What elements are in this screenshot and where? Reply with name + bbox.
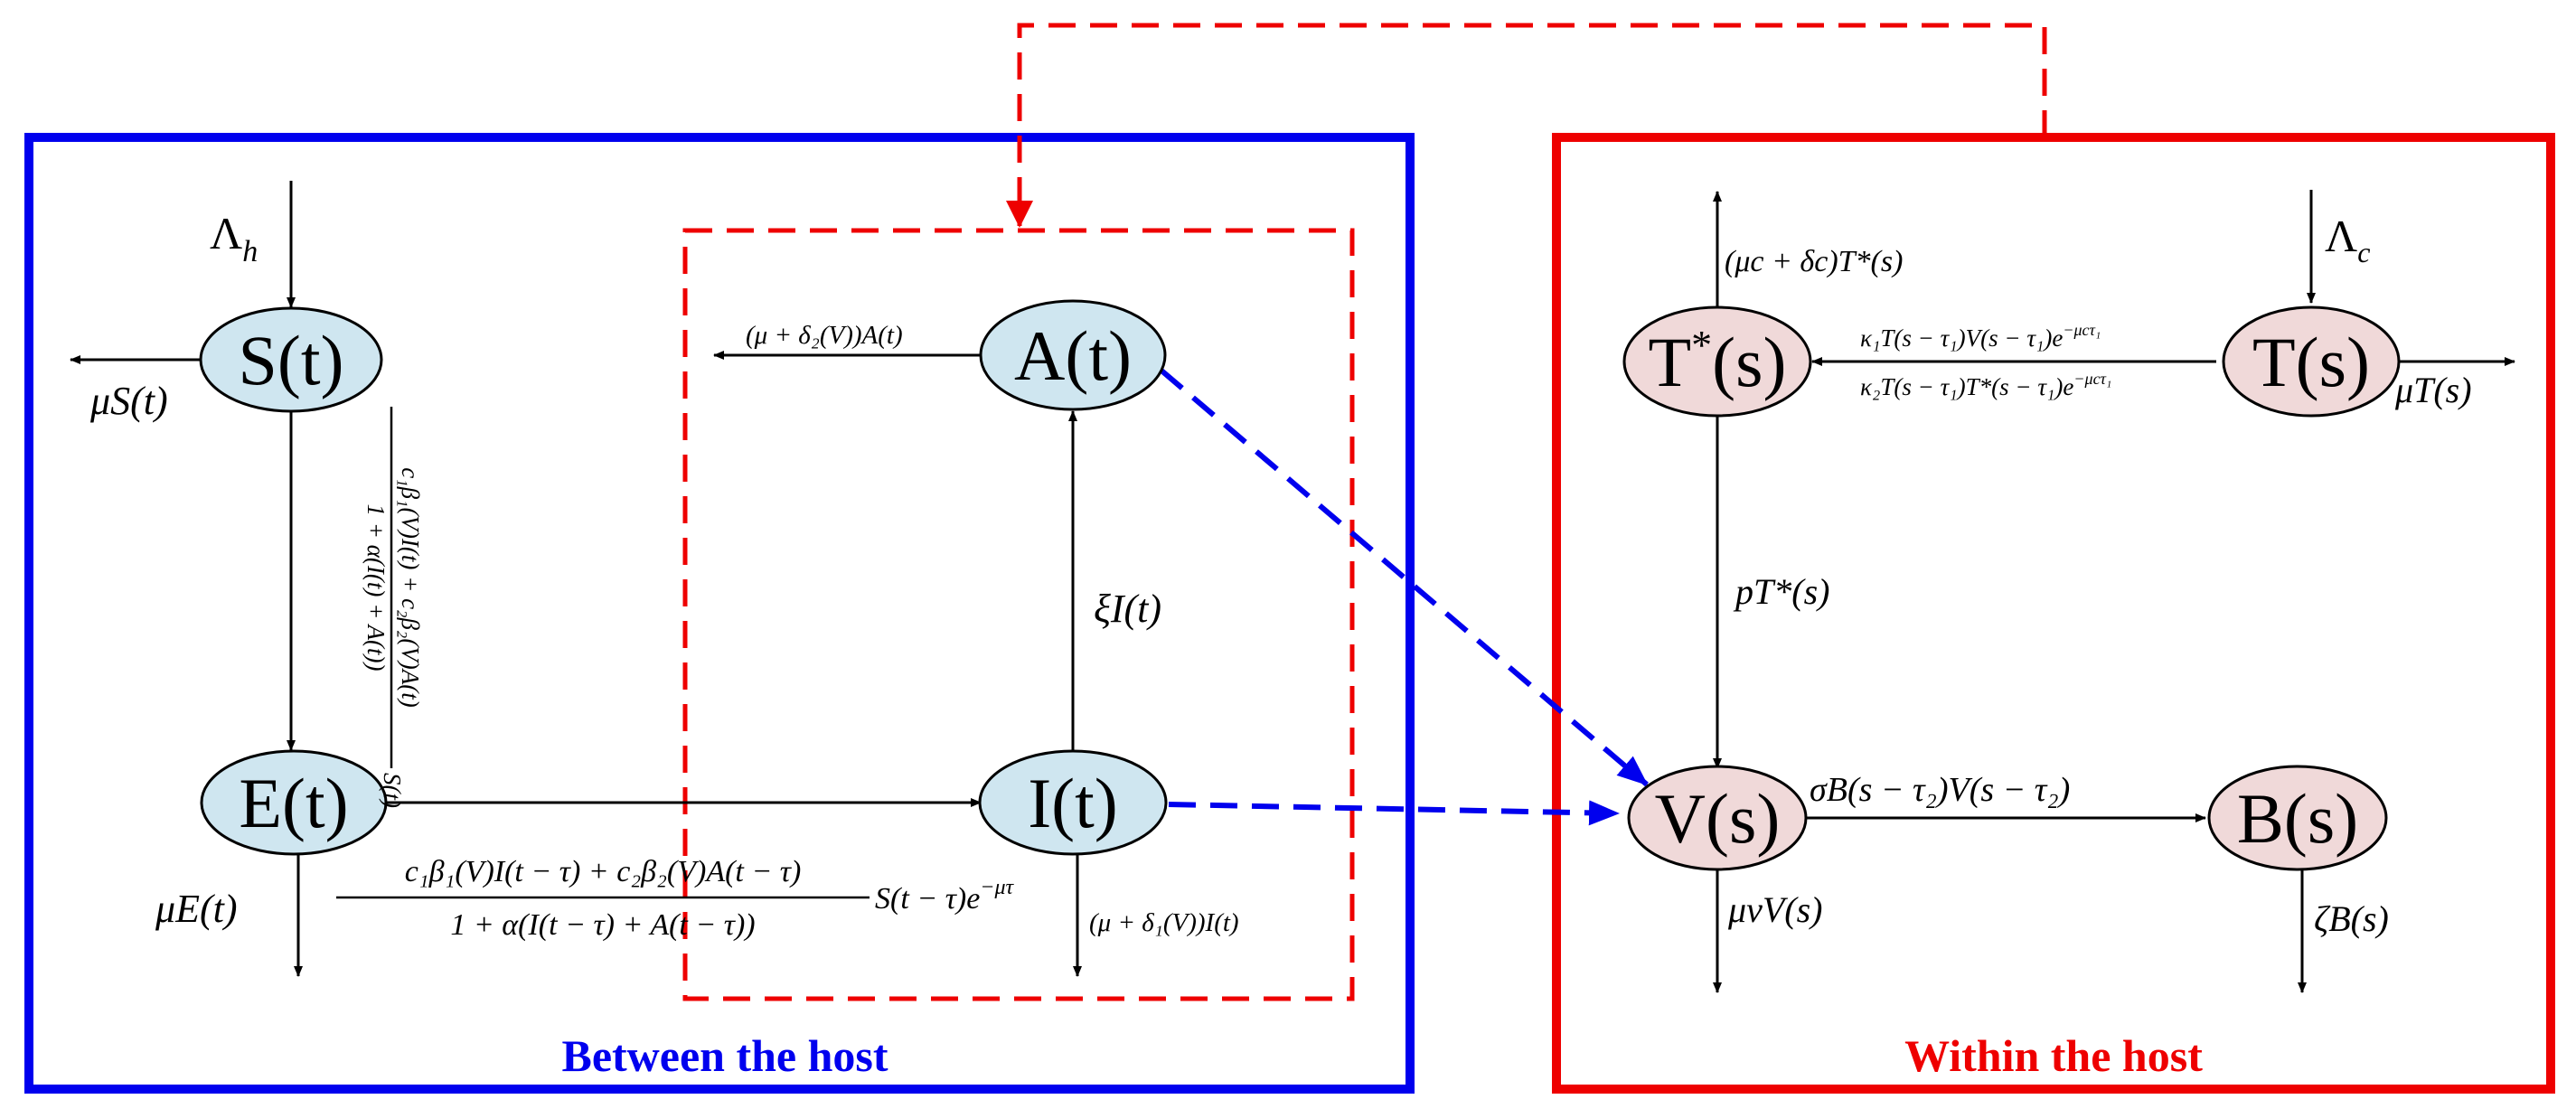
within-host-title: Within the host xyxy=(1904,1030,2203,1081)
node-T: T(s) xyxy=(2222,305,2401,418)
vertical-incidence-label: c₁β₁(V)I(t) + c₂β₂(V)A(t) 1 + α(I(t) + A… xyxy=(362,407,424,808)
svg-text:1 + α(I(t) + A(t)): 1 + α(I(t) + A(t)) xyxy=(362,503,390,671)
node-S: S(t) xyxy=(199,306,383,413)
svg-text:B(s): B(s) xyxy=(2237,779,2358,858)
node-B: B(s) xyxy=(2207,765,2388,871)
within-host-panel xyxy=(1552,133,2555,1094)
Tstar-death-label: (μc + δc)T*(s) xyxy=(1725,245,1903,278)
muE-label: μE(t) xyxy=(155,887,238,931)
svg-text:1 + α(I(t − τ) + A(t − τ)): 1 + α(I(t − τ) + A(t − τ)) xyxy=(450,908,755,942)
A-death-rate-label: (μ + δ₂(V))A(t) xyxy=(746,321,903,350)
between-host-panel xyxy=(24,133,1415,1094)
pT-label: pT*(s) xyxy=(1733,571,1829,612)
node-A: A(t) xyxy=(979,299,1167,411)
svg-text:T(s): T(s) xyxy=(2252,323,2370,401)
node-I: I(t) xyxy=(978,749,1168,856)
infection-rate-1-label: κ₁T(s − τ₁)V(s − τ₁)e−μcτ₁ xyxy=(1860,321,2101,352)
svg-text:V(s): V(s) xyxy=(1655,779,1781,858)
node-V: V(s) xyxy=(1627,765,1808,871)
svg-text:E(t): E(t) xyxy=(239,764,348,842)
within-to-between-feedback-path xyxy=(1006,23,2047,228)
svg-text:A(t): A(t) xyxy=(1014,316,1132,395)
delayed-incidence-label: c₁β₁(V)I(t − τ) + c₂β₂(V)A(t − τ) 1 + α(… xyxy=(336,855,1015,942)
zetaB-label: ζB(s) xyxy=(2314,898,2389,939)
svg-text:T*(s): T*(s) xyxy=(1649,322,1787,401)
muT-label: μT(s) xyxy=(2394,370,2472,410)
lambda-c-label: Λc xyxy=(2325,211,2370,268)
infection-rate-2-label: κ₂T(s − τ₁)T*(s − τ₁)e−μcτ₁ xyxy=(1860,370,2111,400)
node-Tstar: T*(s) xyxy=(1622,305,1812,418)
I-to-V-coupling-arrow xyxy=(1168,800,1620,826)
I-death-rate-label: (μ + δ₁(V))I(t) xyxy=(1089,908,1239,937)
sigmaB-label: σB(s − τ₂)V(s − τ₂) xyxy=(1810,771,2070,809)
asymptomatic-infected-subsystem-box xyxy=(682,228,1355,1001)
lambda-h-label: Λh xyxy=(210,208,258,268)
svg-text:S(t): S(t) xyxy=(239,321,344,399)
xiI-label: ξI(t) xyxy=(1094,587,1161,631)
muV-label: μvV(s) xyxy=(1727,889,1822,930)
svg-text:S(t): S(t) xyxy=(379,773,406,808)
node-E: E(t) xyxy=(200,749,388,856)
between-host-title: Between the host xyxy=(561,1030,888,1081)
svg-text:S(t − τ)e−μτ: S(t − τ)e−μτ xyxy=(875,876,1015,916)
muS-label: μS(t) xyxy=(89,379,168,423)
A-to-V-coupling-arrow xyxy=(1160,368,1649,787)
svg-text:c₁β₁(V)I(t − τ) + c₂β₂(V)A(t −: c₁β₁(V)I(t − τ) + c₂β₂(V)A(t − τ) xyxy=(405,855,802,888)
svg-text:c₁β₁(V)I(t) + c₂β₂(V)A(t): c₁β₁(V)I(t) + c₂β₂(V)A(t) xyxy=(397,467,424,708)
svg-text:I(t): I(t) xyxy=(1028,764,1118,842)
